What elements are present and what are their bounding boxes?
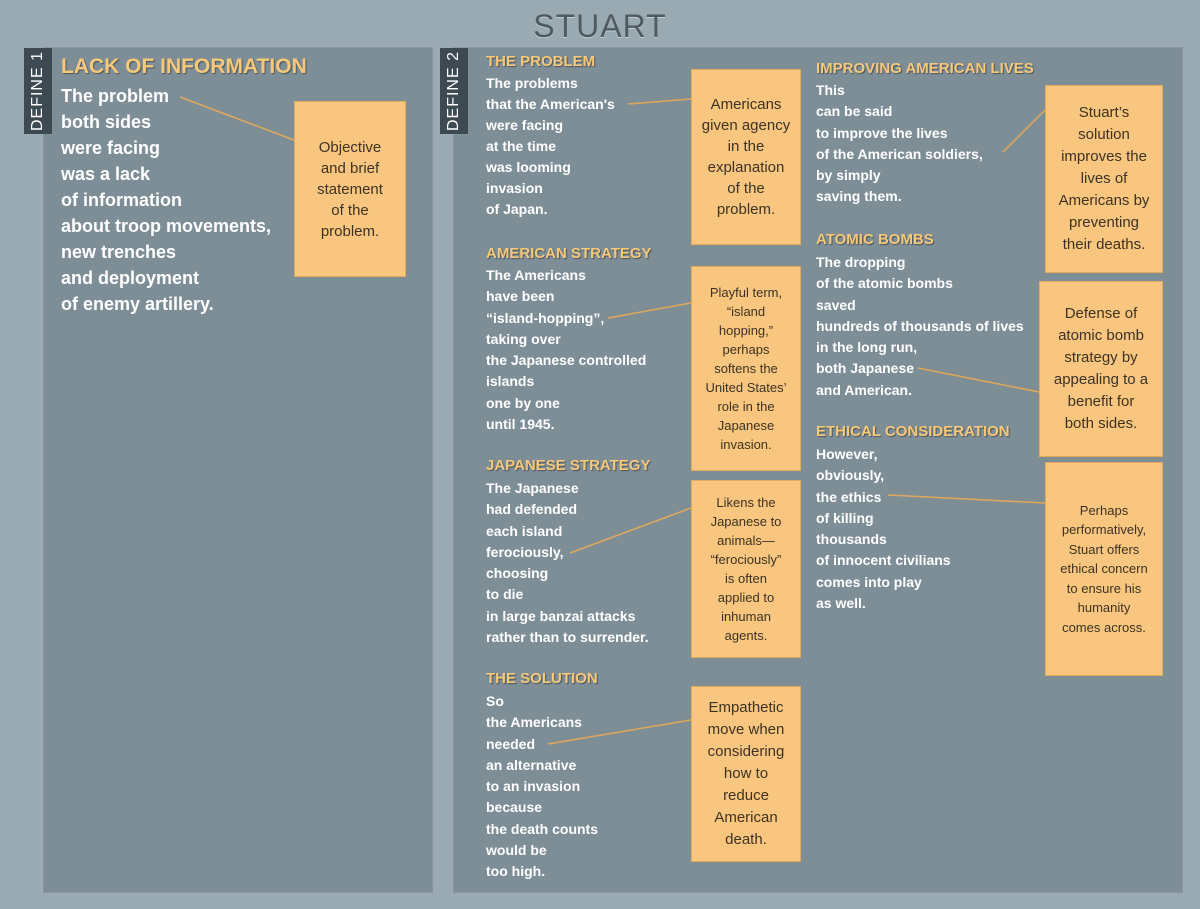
ethical-note-text: Perhaps performatively, Stuart offers et…	[1060, 502, 1148, 635]
define2-tab-label: DEFINE 2	[445, 50, 462, 132]
page-title: STUART	[533, 8, 667, 44]
lack-of-information-heading: LACK OF INFORMATION	[61, 55, 307, 78]
japanese-strategy-heading: JAPANESE STRATEGY	[486, 457, 651, 474]
atomic-note: Defense of atomic bomb strategy by appea…	[1039, 281, 1163, 457]
improving-note-text: Stuart’s solution improves the lives of …	[1058, 104, 1150, 253]
american-strategy-note: Playful term, “island hopping,” perhaps …	[691, 266, 801, 471]
ethical-heading: ETHICAL CONSIDERATION	[816, 423, 1010, 440]
problem-text: The problems that the American's were fa…	[486, 75, 615, 217]
problem-heading: THE PROBLEM	[486, 53, 596, 70]
problem-note: Americans given agency in the explanatio…	[691, 69, 801, 245]
atomic-note-text: Defense of atomic bomb strategy by appea…	[1053, 305, 1149, 432]
define2-tab: DEFINE 2	[440, 48, 468, 134]
improving-heading: IMPROVING AMERICAN LIVES	[816, 60, 1034, 77]
solution-note-text: Empathetic move when considering how to …	[707, 699, 785, 848]
ethical-note: Perhaps performatively, Stuart offers et…	[1045, 462, 1163, 676]
atomic-heading: ATOMIC BOMBS	[816, 231, 934, 248]
problem-note-text: Americans given agency in the explanatio…	[701, 96, 791, 218]
solution-note: Empathetic move when considering how to …	[691, 686, 801, 862]
american-strategy-note-text: Playful term, “island hopping,” perhaps …	[705, 285, 787, 452]
japanese-strategy-text: The Japanese had defended each island fe…	[486, 480, 649, 646]
lack-of-information-note: Objective and brief statement of the pro…	[294, 101, 406, 277]
define1-tab: DEFINE 1	[24, 48, 52, 134]
japanese-strategy-note: Likens the Japanese to animals— “ferocio…	[691, 480, 801, 658]
solution-text: So the Americans needed an alternative t…	[486, 693, 599, 880]
improving-text: This can be said to improve the lives of…	[816, 82, 983, 205]
japanese-strategy-note-text: Likens the Japanese to animals— “ferocio…	[710, 495, 782, 643]
atomic-text: The dropping of the atomic bombs saved h…	[816, 254, 1024, 398]
ethical-text: However, obviously, the ethics of killin…	[816, 446, 951, 612]
american-strategy-heading: AMERICAN STRATEGY	[486, 245, 652, 262]
define1-tab-label: DEFINE 1	[29, 50, 46, 132]
improving-note: Stuart’s solution improves the lives of …	[1045, 85, 1163, 273]
solution-heading: THE SOLUTION	[486, 670, 598, 687]
lack-of-information-note-text: Objective and brief statement of the pro…	[317, 138, 383, 240]
lack-of-information-text: The problem both sides were facing was a…	[61, 86, 272, 314]
american-strategy-text: The Americans have been “island-hopping”…	[486, 267, 647, 433]
